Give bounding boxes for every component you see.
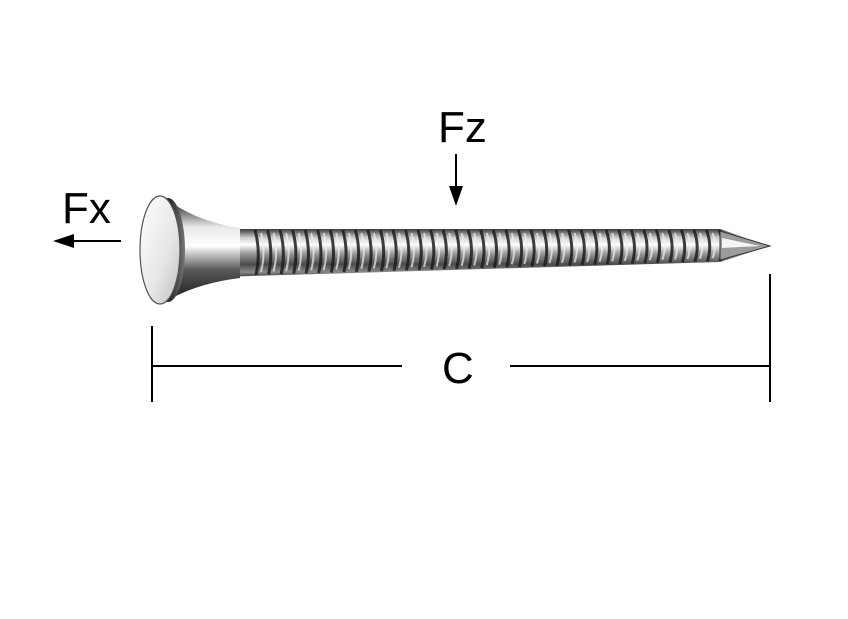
nail-ring — [266, 229, 273, 275]
nail-ring — [291, 229, 298, 275]
nail-ring — [429, 229, 436, 270]
nail-ring — [303, 229, 310, 274]
arrow-left-icon — [53, 234, 121, 248]
nail-ring — [278, 229, 285, 275]
nail-rings — [253, 229, 729, 276]
nail-ring-highlight — [410, 232, 415, 268]
nail-ring — [253, 229, 260, 276]
nail-ring-highlight — [711, 232, 716, 259]
nail-ring-highlight — [423, 232, 428, 268]
nail-ring — [705, 229, 712, 262]
nail-ring-highlight — [260, 232, 265, 273]
nail-ring-highlight — [397, 232, 403, 268]
nail-ring-highlight — [385, 232, 390, 269]
nail-neck — [172, 203, 240, 298]
nail-ring-highlight — [272, 232, 278, 272]
nail-ring — [692, 229, 699, 263]
nail-ring-highlight — [322, 232, 328, 271]
nail-ring-highlight — [548, 232, 553, 264]
nail-ring-highlight — [661, 232, 666, 261]
nail-ring-highlight — [372, 232, 378, 269]
nail-ring — [629, 229, 636, 264]
nail-ring-highlight — [335, 232, 340, 270]
nail-ring — [353, 229, 361, 273]
nail-ring — [542, 229, 549, 267]
nail-ring-highlight — [535, 232, 541, 264]
nail-ring-highlight — [435, 232, 441, 267]
nail-ring-highlight — [636, 232, 641, 261]
nail-ring-highlight — [611, 232, 616, 262]
nail-ring-highlight — [523, 232, 528, 265]
nail-ring — [491, 229, 499, 269]
nail-ring — [642, 229, 649, 264]
nail-ring — [679, 229, 687, 263]
nail-ring — [391, 229, 398, 272]
nail-ring — [416, 229, 423, 271]
nail-ring — [617, 229, 624, 265]
nail-ring — [504, 229, 511, 268]
nail-ring-highlight — [498, 232, 503, 265]
nail-ring-highlight — [285, 232, 290, 272]
nail-ring — [454, 229, 461, 270]
nail-ring — [441, 229, 448, 270]
nail-ring-highlight — [448, 232, 453, 267]
nail-ring — [529, 229, 536, 267]
nail-ring-highlight — [673, 232, 679, 260]
nail-head — [139, 195, 181, 305]
nail-ring-highlight — [623, 232, 629, 262]
nail-ring-highlight — [648, 232, 654, 261]
nail-ring — [516, 229, 524, 268]
nail-ring-highlight — [297, 232, 303, 271]
nail-ring-highlight — [460, 232, 466, 267]
nail-ring-highlight — [485, 232, 491, 266]
nail-ring — [654, 229, 662, 264]
nail-image — [139, 195, 772, 305]
fz-label: Fz — [438, 103, 487, 152]
nail-ring — [341, 229, 348, 273]
nail-ring-highlight — [573, 232, 579, 263]
nail-ring — [366, 229, 373, 272]
nail-ring — [592, 229, 599, 266]
nail-ring-highlight — [510, 232, 516, 265]
arrow-down-icon — [449, 154, 463, 206]
nail-ring — [316, 229, 323, 274]
nail-ring-highlight — [561, 232, 566, 264]
nail-ring-highlight — [698, 232, 704, 260]
nail-ring — [567, 229, 574, 266]
nail-ring-highlight — [586, 232, 591, 263]
nail-ring — [378, 229, 386, 272]
nail-ring — [466, 229, 473, 269]
nail-ring — [554, 229, 561, 267]
nail-ring-highlight — [310, 232, 315, 271]
nail-ring — [579, 229, 586, 266]
nail-ring — [604, 229, 611, 265]
nail-ring — [328, 229, 335, 273]
nail-ring-highlight — [598, 232, 604, 263]
nail-ring-highlight — [686, 232, 691, 260]
fx-label: Fx — [62, 184, 111, 233]
nail-ring — [404, 229, 411, 271]
nail-ring — [479, 229, 486, 269]
nail-ring-highlight — [473, 232, 478, 266]
c-label: C — [442, 344, 474, 393]
nail-ring-highlight — [347, 232, 353, 270]
dimension-c — [151, 274, 771, 402]
nail-ring-highlight — [360, 232, 365, 270]
nail-ring — [667, 229, 674, 263]
